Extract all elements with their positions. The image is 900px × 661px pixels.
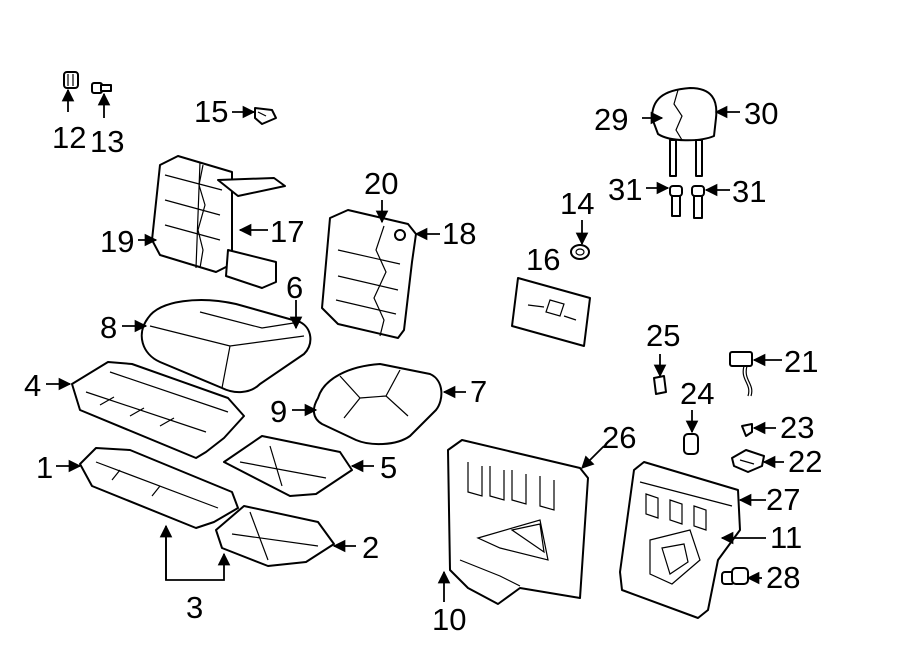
part-8-6-seat-cushion bbox=[140, 299, 312, 394]
part-1-pan bbox=[79, 447, 239, 529]
part-23-clip bbox=[741, 423, 753, 437]
part-16-hardware-kit bbox=[511, 277, 591, 347]
callout-15: 15 bbox=[194, 94, 228, 129]
callout-28: 28 bbox=[766, 560, 800, 595]
part-5-pan bbox=[223, 435, 353, 497]
callout-4: 4 bbox=[24, 368, 41, 403]
callout-2: 2 bbox=[362, 530, 379, 565]
part-27-11-side-panel bbox=[619, 461, 741, 619]
callout-10: 10 bbox=[432, 602, 466, 637]
callout-13: 13 bbox=[90, 124, 124, 159]
callout-20: 20 bbox=[364, 166, 398, 201]
callout-31-right: 31 bbox=[732, 174, 766, 209]
callout-27: 27 bbox=[766, 482, 800, 517]
callout-6: 6 bbox=[286, 270, 303, 305]
callout-29: 29 bbox=[594, 102, 628, 137]
part-2-pan bbox=[215, 505, 335, 567]
leader-lines bbox=[46, 88, 784, 602]
callout-30: 30 bbox=[744, 96, 778, 131]
callout-31-left: 31 bbox=[608, 172, 642, 207]
callout-25: 25 bbox=[646, 318, 680, 353]
callout-5: 5 bbox=[380, 450, 397, 485]
part-25-clip bbox=[653, 375, 667, 395]
part-13-bolt bbox=[91, 82, 112, 94]
callout-11: 11 bbox=[770, 520, 802, 555]
callout-labels: 12 13 15 19 17 20 18 6 8 4 7 9 5 1 2 3 1… bbox=[24, 94, 822, 637]
callout-7: 7 bbox=[470, 374, 487, 409]
callout-26: 26 bbox=[602, 420, 636, 455]
callout-23: 23 bbox=[780, 410, 814, 445]
part-14-grommet bbox=[570, 244, 590, 260]
callout-12: 12 bbox=[52, 120, 86, 155]
callout-9: 9 bbox=[270, 394, 287, 429]
callout-22: 22 bbox=[788, 444, 822, 479]
callout-14: 14 bbox=[560, 186, 594, 221]
callout-3: 3 bbox=[186, 590, 203, 625]
callout-1: 1 bbox=[36, 450, 53, 485]
callout-8: 8 bbox=[100, 310, 117, 345]
part-28-knob bbox=[721, 567, 749, 585]
part-15-bracket bbox=[254, 107, 277, 125]
part-26-back-panel bbox=[447, 439, 589, 605]
part-29-30-headrest bbox=[651, 87, 718, 177]
part-31-headrest-guides bbox=[669, 185, 705, 219]
callout-19: 19 bbox=[100, 224, 134, 259]
callout-24: 24 bbox=[680, 376, 714, 411]
callout-18: 18 bbox=[442, 216, 476, 251]
part-24-cap bbox=[683, 433, 699, 455]
part-12-clip bbox=[63, 71, 79, 89]
callout-16: 16 bbox=[526, 242, 560, 277]
part-9-7-cushion bbox=[312, 363, 443, 446]
part-19-seatback-frame bbox=[151, 155, 286, 289]
part-4-seat-pan bbox=[71, 361, 245, 459]
part-21-harness bbox=[729, 351, 753, 397]
callout-21: 21 bbox=[784, 344, 818, 379]
part-18-seatback bbox=[321, 209, 417, 339]
callout-17: 17 bbox=[270, 214, 304, 249]
part-22-latch bbox=[731, 449, 765, 473]
